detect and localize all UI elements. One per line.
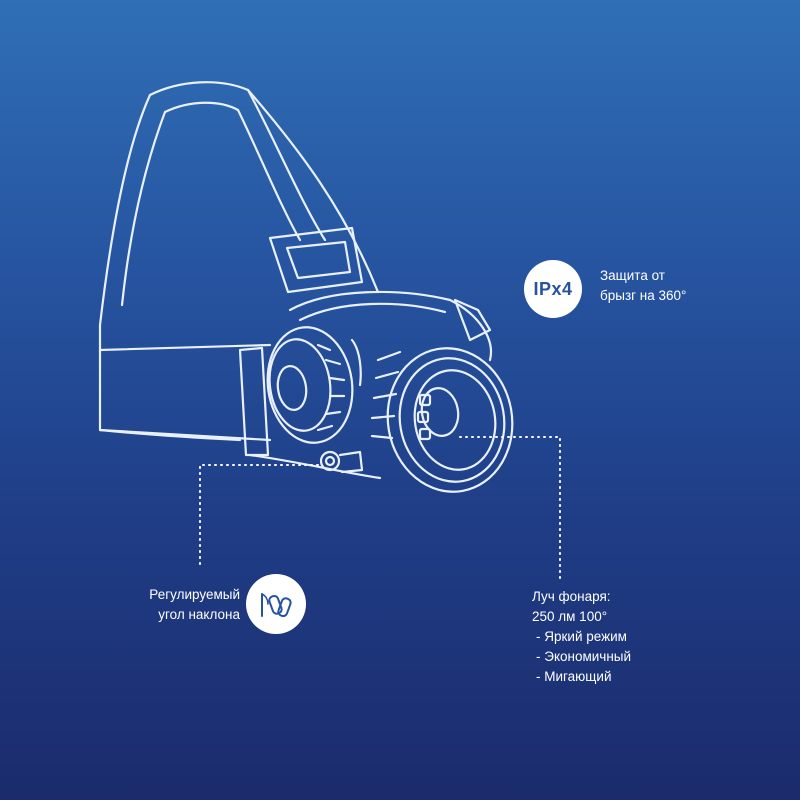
tilt-caption-line2: угол наклона <box>158 607 240 622</box>
beam-caption-line2: 250 лм 100° <box>532 609 608 624</box>
lamp-housing <box>238 290 514 493</box>
splash-protection-caption: Защита от брызг на 360° <box>600 266 686 306</box>
callout-lines <box>199 436 561 581</box>
beam-mode-eco: - Экономичный <box>536 649 632 664</box>
strap-buckle <box>268 226 364 294</box>
tilt-caption-line1: Регулируемый <box>149 587 240 602</box>
tilt-caption: Регулируемый угол наклона <box>140 585 240 625</box>
tilt-badge <box>246 574 306 634</box>
tilt-angle-icon <box>261 593 292 618</box>
splash-caption-line1: Защита от <box>600 268 665 283</box>
beam-mode-bright: - Яркий режим <box>536 629 627 644</box>
head-strap <box>98 81 380 442</box>
beam-caption: Луч фонаря: 250 лм 100° - Яркий режим - … <box>532 587 631 687</box>
ipx4-badge-text: IPx4 <box>533 278 573 299</box>
ipx4-badge: IPx4 <box>524 260 582 318</box>
beam-mode-flash: - Мигающий <box>536 669 612 684</box>
splash-caption-line2: брызг на 360° <box>600 288 687 303</box>
beam-caption-line1: Луч фонаря: <box>532 589 611 604</box>
